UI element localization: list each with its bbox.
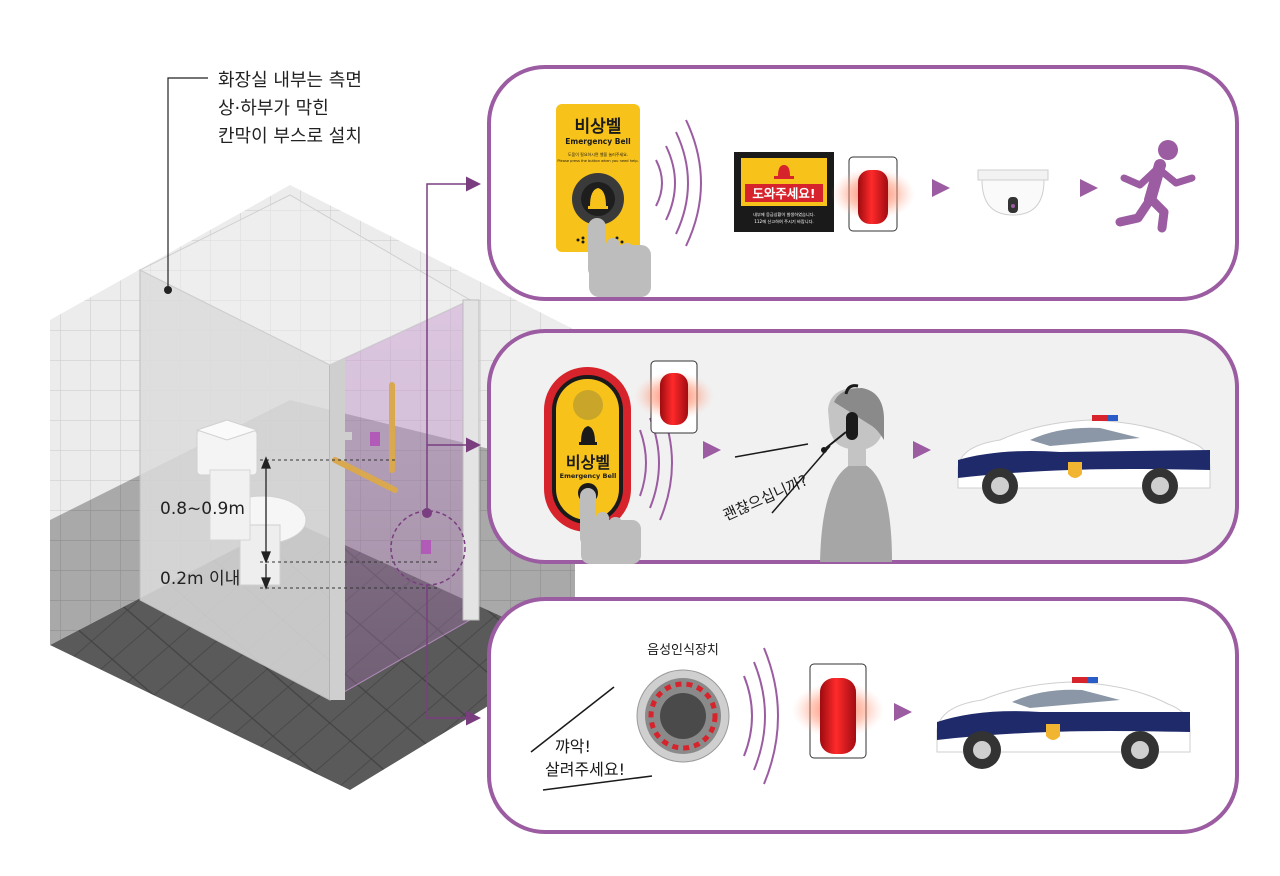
connectors bbox=[426, 176, 481, 726]
speaker-grill bbox=[573, 390, 603, 420]
height-arrows bbox=[261, 456, 271, 590]
install-note-line3: 칸막이 부스로 설치 bbox=[218, 126, 362, 147]
bell-on-wall-upper bbox=[370, 432, 380, 446]
paper-holder bbox=[342, 432, 352, 440]
bell-subtitle: Emergency Bell bbox=[560, 472, 617, 480]
flow-arrow bbox=[913, 441, 931, 459]
microphone-grill bbox=[660, 693, 706, 739]
police-car-icon bbox=[957, 415, 1211, 504]
red-warning-lamp bbox=[634, 360, 714, 434]
height-guides bbox=[260, 459, 440, 589]
toilet bbox=[195, 419, 307, 586]
signal-waves-icon bbox=[743, 647, 779, 785]
help-sign-text: 도와주세요! bbox=[752, 186, 815, 201]
speech-lines bbox=[734, 443, 831, 514]
yellow-emergency-bell: 비상벨 Emergency Bell 도움이 필요하시면 벨을 눌러주세요. P… bbox=[556, 104, 640, 252]
help-sign-note1: 내부에 응급상황이 발생하였습니다. bbox=[753, 211, 815, 218]
device-label: 음성인식장치 bbox=[647, 643, 719, 658]
alarm-light-icon bbox=[774, 165, 794, 179]
partition-front-edge bbox=[330, 358, 345, 700]
speech-lines bbox=[530, 686, 653, 791]
pressing-hand-icon bbox=[580, 488, 641, 564]
cctv-camera-icon bbox=[977, 169, 1049, 216]
red-warning-lamp bbox=[792, 663, 884, 759]
install-note-line2: 상·하부가 막힌 bbox=[218, 98, 329, 119]
install-note: 화장실 내부는 측면 상·하부가 막힌 칸막이 부스로 설치 bbox=[164, 70, 362, 294]
bell-on-wall-lower bbox=[421, 540, 431, 554]
running-person-icon bbox=[1115, 140, 1196, 233]
grab-bar bbox=[332, 382, 398, 493]
help-display-sign: 도와주세요! 내부에 응급상황이 발생하였습니다. 112에 신고하여 주시기 … bbox=[734, 152, 834, 232]
flow-arrow bbox=[703, 441, 721, 459]
police-emblem-icon bbox=[1046, 724, 1060, 740]
scream-line2: 살려주세요! bbox=[545, 760, 625, 779]
flow-arrow bbox=[894, 703, 912, 721]
flow-arrow bbox=[932, 179, 950, 197]
help-sign-note2: 112에 신고하여 주시기 바랍니다. bbox=[754, 218, 814, 225]
police-emblem-icon bbox=[1068, 462, 1082, 478]
red-warning-lamp bbox=[831, 156, 915, 232]
signal-waves-icon bbox=[655, 119, 702, 247]
pressing-hand-icon bbox=[588, 218, 651, 297]
bell-title: 비상벨 bbox=[575, 117, 622, 137]
height-upper-label: 0.8~0.9m bbox=[160, 499, 245, 519]
partition-pillar bbox=[462, 299, 480, 621]
panel-emergency-bell-alarm: 비상벨 Emergency Bell 도움이 필요하시면 벨을 눌러주세요. P… bbox=[487, 65, 1239, 301]
flow-arrow bbox=[1080, 179, 1098, 197]
scream-line1: 꺄악! bbox=[555, 737, 591, 756]
panel-intercom-response: 비상벨 Emergency Bell 괜찮으십니까? bbox=[487, 329, 1239, 564]
lower-bell-highlight bbox=[390, 510, 466, 586]
bell-note-line1: 도움이 필요하시면 벨을 눌러주세요. bbox=[568, 151, 628, 157]
height-lower-label: 0.2m 이내 bbox=[160, 569, 240, 589]
bell-note-line2: Please press the button when you need he… bbox=[557, 159, 638, 163]
install-note-line1: 화장실 내부는 측면 bbox=[218, 70, 362, 91]
bell-subtitle: Emergency Bell bbox=[565, 137, 630, 146]
red-intercom-bell: 비상벨 Emergency Bell bbox=[544, 367, 631, 532]
bell-icon bbox=[588, 188, 608, 209]
panel-voice-recognition: 음성인식장치 꺄악! 살려주세요! bbox=[487, 597, 1239, 834]
police-car-icon bbox=[936, 677, 1191, 769]
bell-title: 비상벨 bbox=[566, 453, 610, 472]
operator-with-headset-icon bbox=[820, 384, 892, 562]
voice-recognition-device bbox=[636, 669, 730, 763]
bell-icon bbox=[579, 426, 597, 445]
